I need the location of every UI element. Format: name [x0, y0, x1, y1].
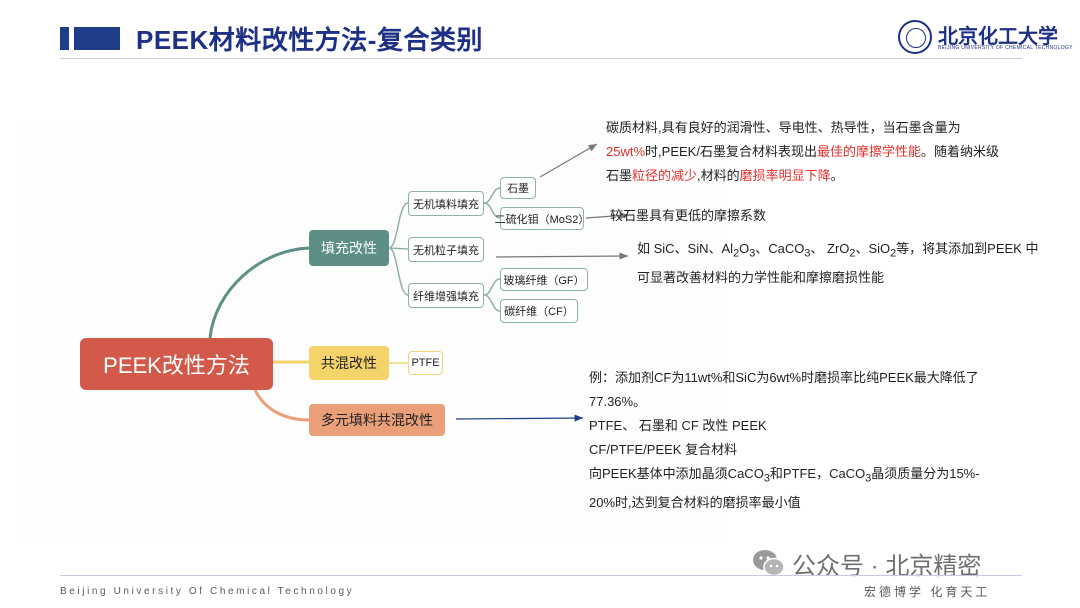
desc-text: 等，将其添加到PEEK 中	[896, 241, 1039, 256]
footer-divider	[60, 575, 1022, 576]
desc-text: 、CaCO	[755, 241, 805, 256]
graphite-desc-line3: 石墨粒径的减少,材料的磨损率明显下降。	[606, 164, 999, 188]
branch-multi-filler-blend: 多元填料共混改性	[309, 404, 445, 436]
desc-text: 向PEEK基体中添加晶须CaCO	[589, 466, 764, 481]
multi-desc-line1: 例：添加剂CF为11wt%和SiC为6wt%时磨损率比纯PEEK最大降低了	[589, 370, 979, 385]
desc-text: 、 ZrO	[810, 241, 850, 256]
particle-description: 如 SiC、SiN、Al2O3、CaCO3、 ZrO2、SiO2等，将其添加到P…	[637, 237, 1038, 290]
highlight-text: 粒径的减少	[632, 168, 698, 183]
university-seal-icon	[898, 20, 932, 54]
multi-desc-line6: 20%时,达到复合材料的磨损率最小值	[589, 494, 801, 510]
highlight-text: 磨损率明显下降	[739, 168, 831, 183]
multi-filler-description: 例：添加剂CF为11wt%和SiC为6wt%时磨损率比纯PEEK最大降低了 77…	[589, 366, 980, 515]
header-accent-bar	[74, 27, 120, 50]
multi-desc-line2: 77.36%。	[589, 394, 647, 409]
footer-university-english: Beijing University Of Chemical Technolog…	[60, 586, 355, 597]
mos2-description: 较石墨具有更低的摩擦系数	[610, 208, 767, 223]
logo-chinese-name: 北京化工大学	[938, 24, 1058, 48]
particle-desc-line1: 如 SiC、SiN、Al2O3、CaCO3、 ZrO2、SiO2等，将其添加到P…	[637, 237, 1038, 266]
graphite-desc-line2: 25wt%时,PEEK/石墨复合材料表现出最佳的摩擦学性能。随着纳米级	[606, 140, 999, 164]
multi-desc-line5: 向PEEK基体中添加晶须CaCO3和PTFE，CaCO3晶须质量分为15%-	[589, 462, 980, 491]
subscript: 3	[865, 472, 872, 485]
desc-text: 如 SiC、SiN、Al	[637, 241, 734, 256]
desc-text: ,材料的	[697, 168, 740, 183]
graphite-description: 碳质材料,具有良好的润滑性、导电性、热导性，当石墨含量为 25wt%时,PEEK…	[606, 116, 999, 188]
node-carbon-fiber: 碳纤维（CF）	[500, 299, 578, 323]
footer-motto: 宏德博学 化育天工	[864, 585, 991, 599]
desc-text: O	[739, 241, 750, 256]
subscript: 2	[890, 247, 897, 260]
multi-desc-line4: CF/PTFE/PEEK 复合材料	[589, 442, 738, 457]
node-inorganic-filler: 无机填料填充	[408, 191, 484, 216]
node-inorganic-particle: 无机粒子填充	[408, 237, 484, 262]
wechat-icon	[752, 548, 786, 578]
branch-fill-modification: 填充改性	[309, 230, 389, 266]
branch-blend-modification: 共混改性	[309, 346, 389, 380]
desc-text: 。	[830, 168, 844, 183]
desc-text: 时,PEEK/石墨复合材料表现出	[645, 144, 817, 159]
desc-text: 。随着纳米级	[920, 144, 999, 159]
highlight-text: 25wt%	[606, 144, 646, 159]
page-title: PEEK材料改性方法-复合类别	[136, 25, 483, 55]
subscript: 3	[763, 472, 770, 485]
subscript: 2	[849, 247, 856, 260]
header-divider	[60, 58, 1022, 59]
node-fiber-reinforced: 纤维增强填充	[408, 283, 484, 308]
node-graphite: 石墨	[500, 177, 536, 199]
desc-text: 、SiO	[855, 241, 891, 256]
multi-desc-line3: PTFE、 石墨和 CF 改性 PEEK	[589, 418, 767, 433]
desc-text: 和PTFE，CaCO	[769, 466, 866, 481]
logo-english-name: BEIJING UNIVERSITY OF CHEMICAL TECHNOLOG…	[938, 45, 1073, 51]
university-logo: 北京化工大学 BEIJING UNIVERSITY OF CHEMICAL TE…	[898, 20, 1072, 54]
node-glass-fiber: 玻璃纤维（GF）	[500, 268, 588, 291]
desc-text: 石墨	[606, 168, 633, 183]
node-mos2: 二硫化钼（MoS2）	[495, 207, 589, 230]
mindmap-panel	[22, 121, 728, 544]
subscript: 3	[749, 247, 756, 260]
subscript: 3	[804, 247, 811, 260]
mindmap-root-node: PEEK改性方法	[80, 338, 273, 390]
particle-desc-line2: 可显著改善材料的力学性能和摩擦磨损性能	[637, 269, 885, 285]
highlight-text: 最佳的摩擦学性能	[816, 144, 921, 159]
desc-text: 晶须质量分为15%-	[871, 466, 980, 481]
header-accent-bar-small	[60, 27, 69, 50]
node-ptfe: PTFE	[408, 351, 443, 375]
graphite-desc-line1: 碳质材料,具有良好的润滑性、导电性、热导性，当石墨含量为	[606, 120, 961, 135]
subscript: 2	[733, 247, 740, 260]
